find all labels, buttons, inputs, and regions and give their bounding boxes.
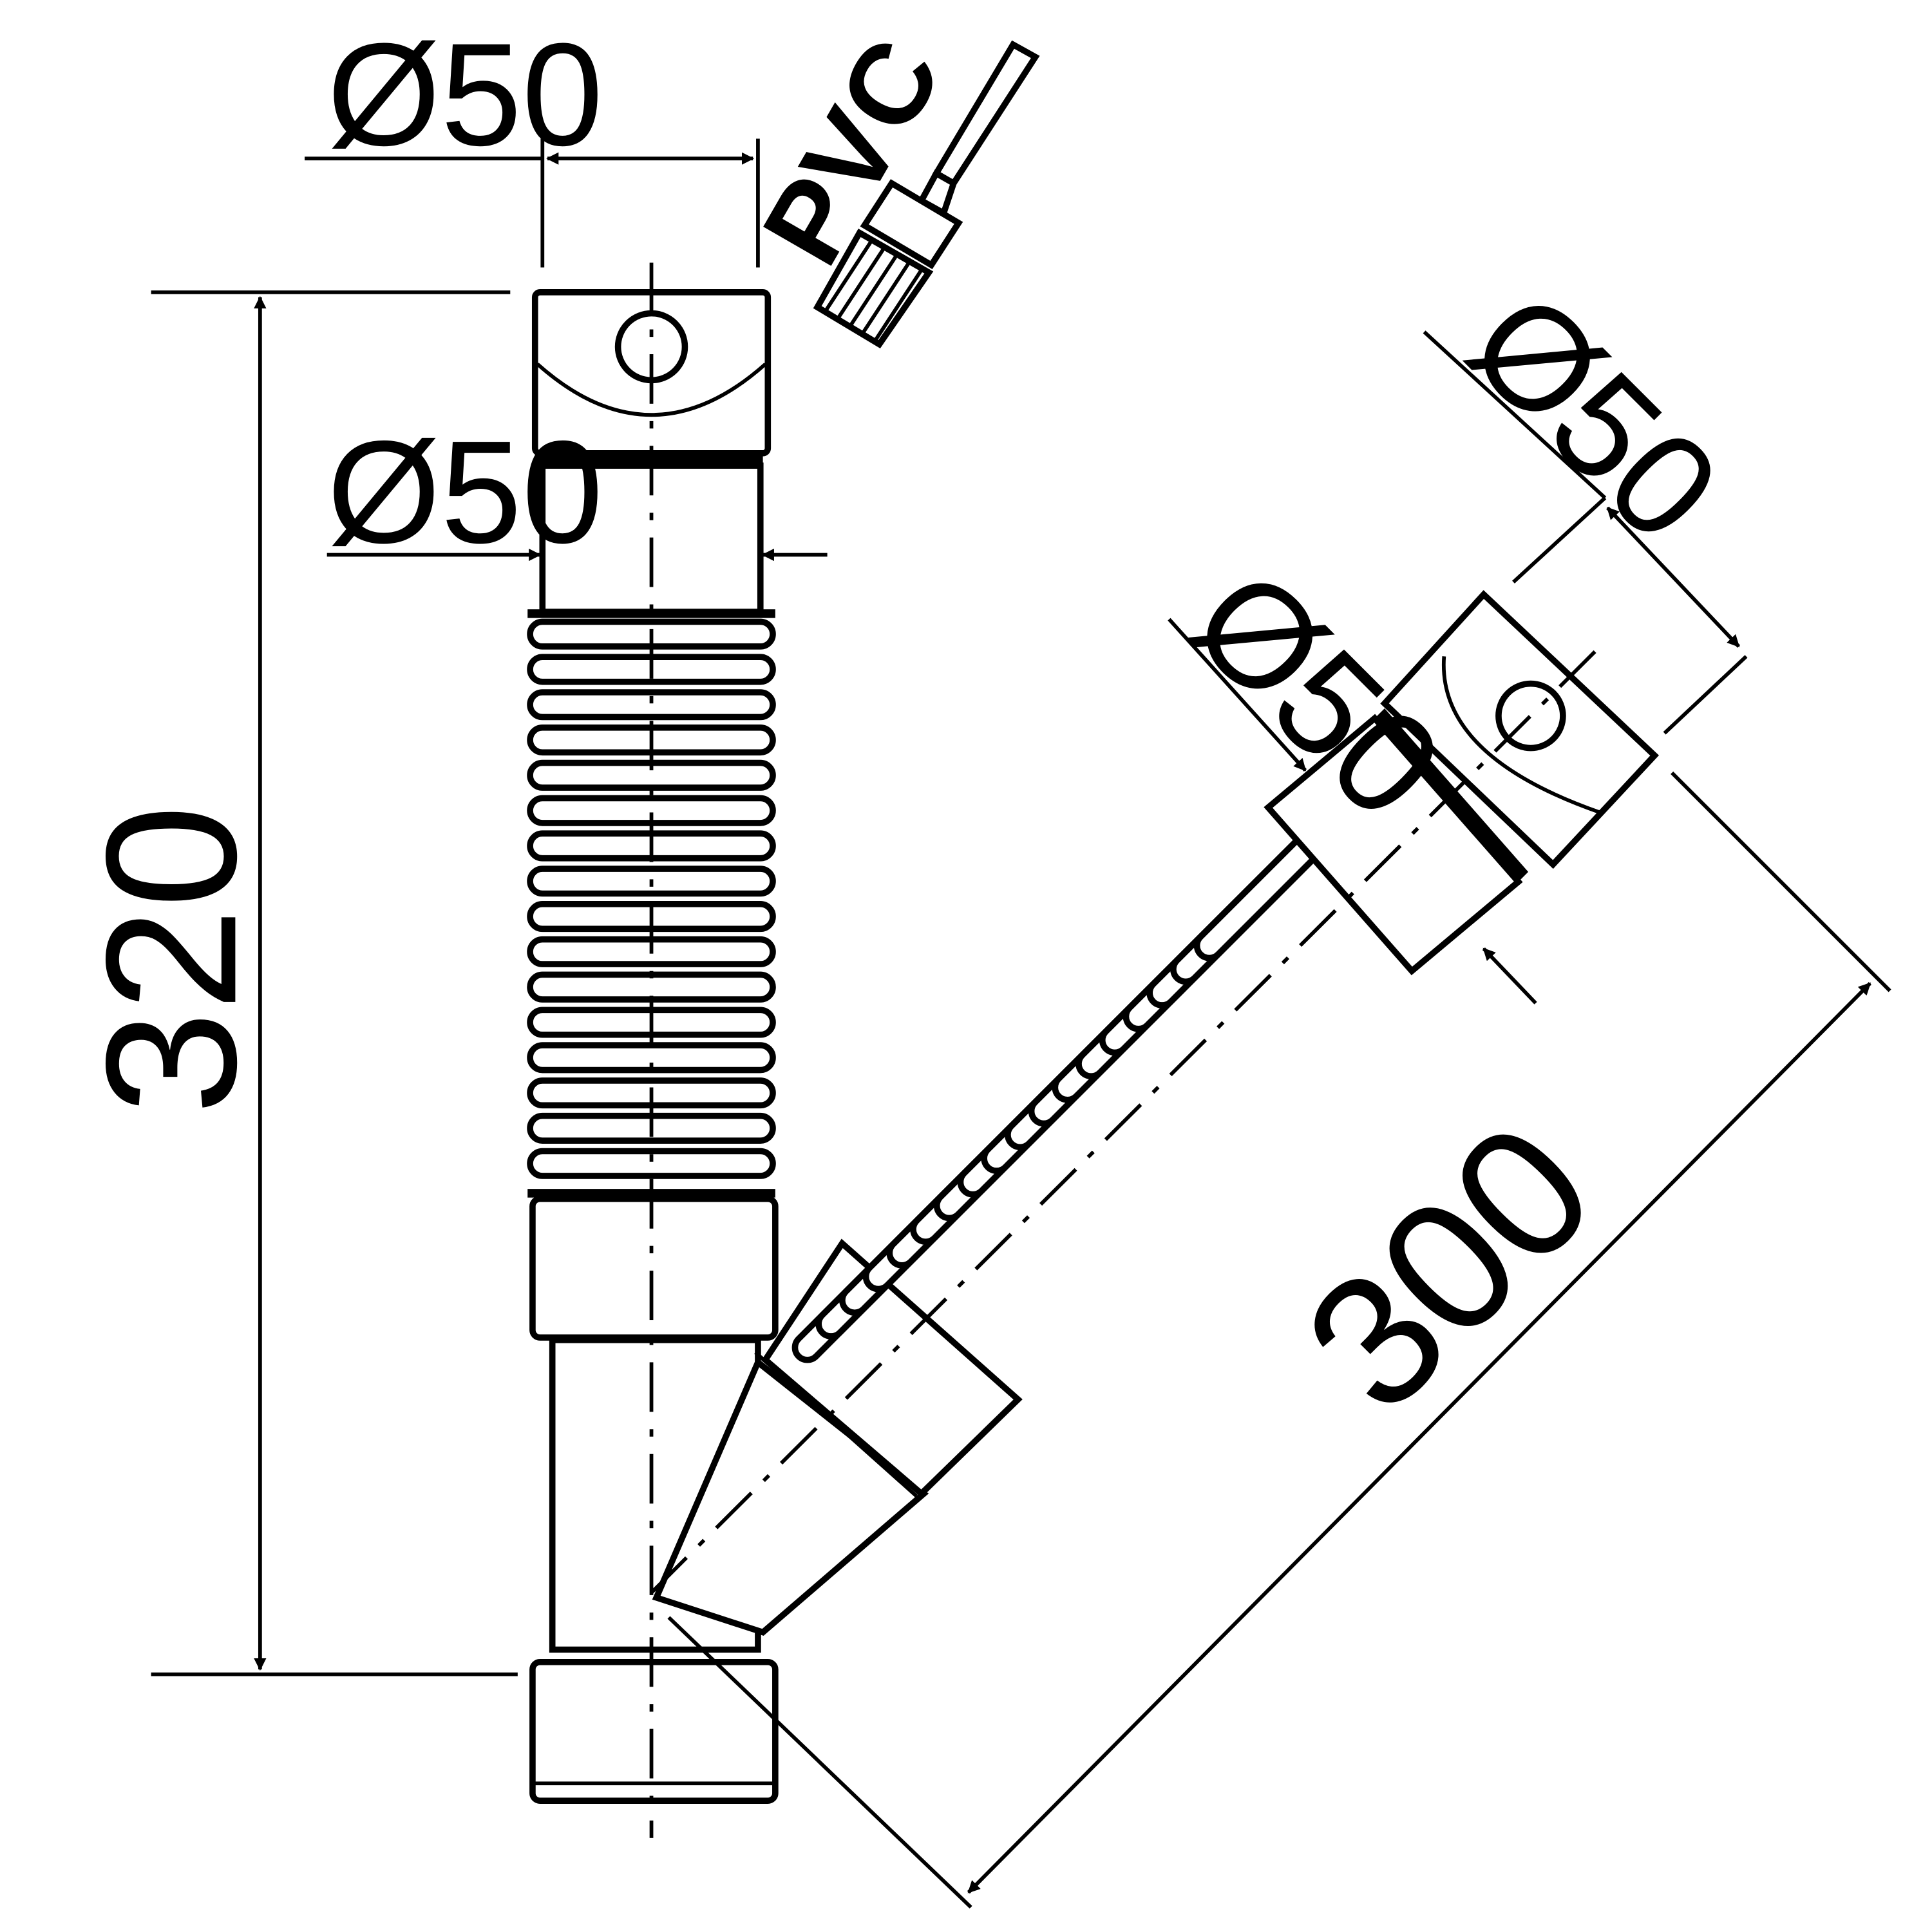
corrugated-hose-vertical (527, 618, 776, 1179)
dim-vertical-pipe-diameter: Ø50 (327, 411, 603, 574)
dim-branch-end-diameter: Ø50 (1439, 261, 1750, 572)
corrugation-rib (527, 1042, 776, 1074)
dim-total-height: 320 (68, 804, 275, 1114)
corrugation-rib (527, 689, 776, 721)
corrugation-rib (527, 1148, 776, 1179)
dim-top-diameter: Ø50 (327, 14, 603, 176)
dimension-lines (151, 138, 1891, 1909)
dim-branch-length: 300 (1266, 1084, 1632, 1450)
glue-brush-icon (813, 40, 1040, 349)
